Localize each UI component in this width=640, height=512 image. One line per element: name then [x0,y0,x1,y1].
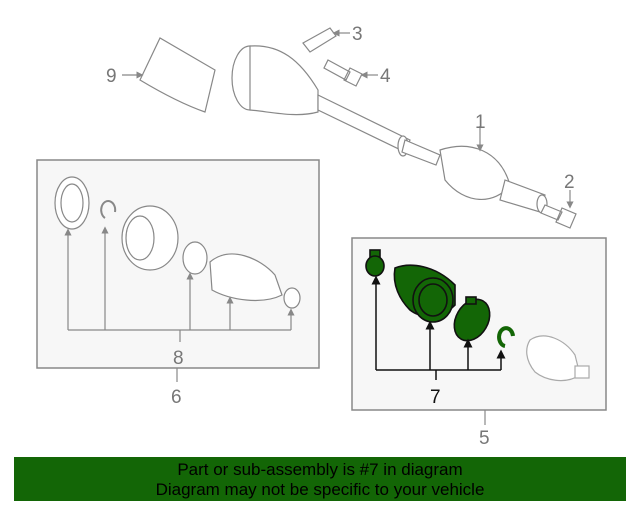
callout-2[interactable]: 2 [564,172,575,193]
cv-joint-part [526,335,590,382]
bolt-part-2[interactable] [540,204,577,229]
part-info-banner: Part or sub-assembly is #7 in diagram Di… [14,457,626,501]
heat-shield-part-9[interactable] [139,37,216,113]
callout-3[interactable]: 3 [352,24,363,45]
callout-1[interactable]: 1 [475,112,486,133]
banner-line-1: Part or sub-assembly is #7 in diagram [177,460,463,479]
callout-9[interactable]: 9 [106,66,117,87]
boot-kit-part-7[interactable] [365,249,515,348]
callout-8[interactable]: 8 [173,348,184,369]
callout-7[interactable]: 7 [430,387,441,408]
callout-4[interactable]: 4 [380,66,391,87]
plate-part-3[interactable] [302,27,337,53]
callout-5[interactable]: 5 [479,428,490,449]
axle-shaft-part-1[interactable] [231,45,548,214]
banner-line-2: Diagram may not be specific to your vehi… [155,480,485,499]
bolt-part-4[interactable] [323,59,363,87]
callout-6[interactable]: 6 [171,387,182,408]
